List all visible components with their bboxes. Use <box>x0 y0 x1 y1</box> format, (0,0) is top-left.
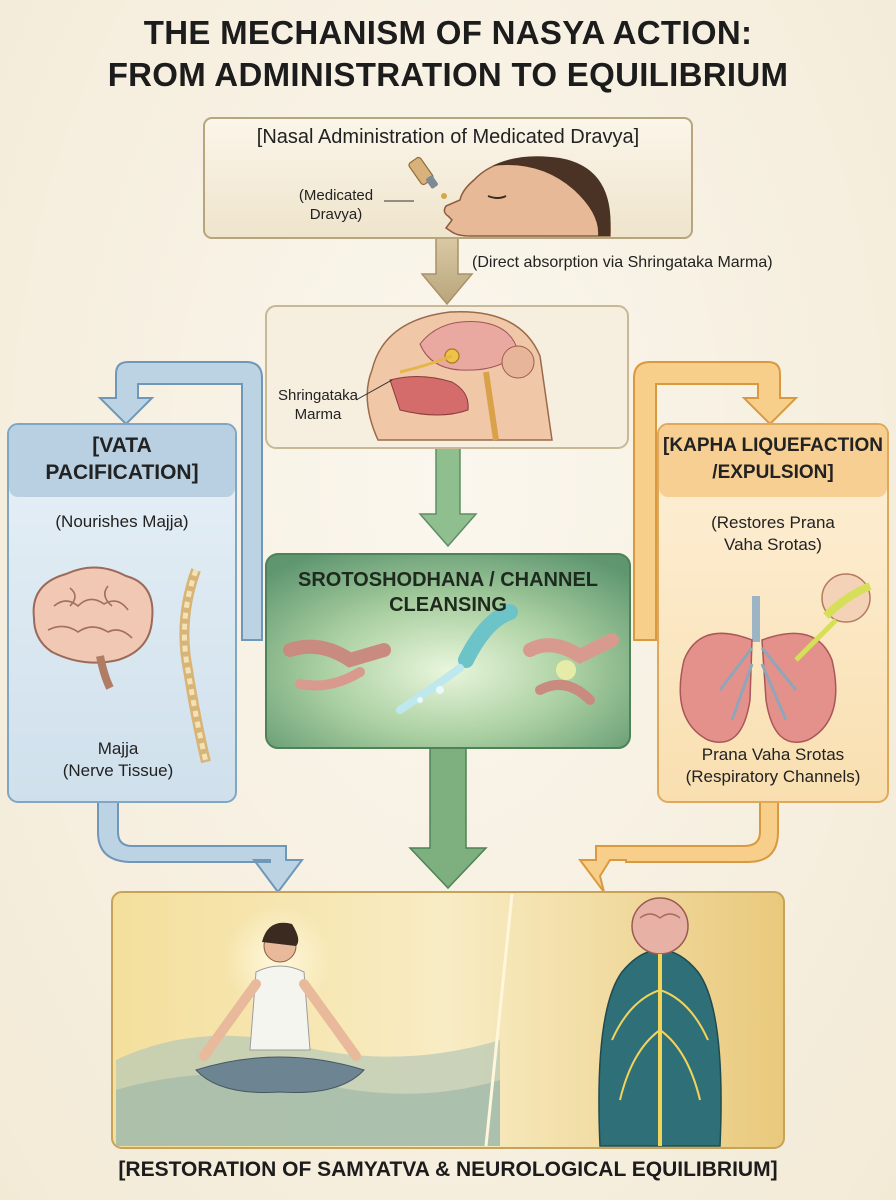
face-illustration <box>443 156 611 237</box>
administration-heading: [Nasal Administration of Medicated Dravy… <box>256 126 640 148</box>
arrow-marma-to-cleansing <box>418 447 478 548</box>
arrow-vata-to-result <box>97 799 304 894</box>
title-line-1: THE MECHANISM OF NASYA ACTION: <box>143 14 753 51</box>
meditation-illustration <box>116 906 500 1146</box>
nervous-system-illustration <box>598 897 722 1147</box>
brain-illustration <box>32 566 154 690</box>
title-line-2: FROM ADMINISTRATION TO EQUILIBRIUM <box>107 56 789 93</box>
vata-subtitle: (Nourishes Majja) <box>55 512 189 531</box>
cleansing-heading: SROTOSHODHANA / CHANNEL CLEANSING <box>297 569 598 616</box>
lungs-illustration <box>679 573 872 743</box>
result-caption: [RESTORATION OF SAMYATVA & NEUROLOGICAL … <box>118 1158 778 1181</box>
cleansing-box <box>265 553 631 749</box>
vata-heading: [VATA PACIFICATION] <box>45 434 199 484</box>
absorption-note: (Direct absorption via Shringataka Marma… <box>472 254 773 271</box>
prana-vaha-label: Prana Vaha Srotas (Respiratory Channels) <box>685 745 861 786</box>
majja-label: Majja (Nerve Tissue) <box>62 739 174 780</box>
kapha-subtitle: (Restores Prana Vaha Srotas) <box>711 513 835 554</box>
arrow-admin-to-marma <box>420 237 474 306</box>
dropper-illustration <box>384 156 447 202</box>
marma-label: Shringataka Marma <box>277 387 359 423</box>
kapha-heading: [KAPHA LIQUEFACTION /EXPULSION] <box>663 435 883 483</box>
dravya-label: (Medicated Dravya) <box>298 187 374 223</box>
spine-illustration <box>179 568 211 764</box>
arrow-cleansing-to-result <box>408 747 488 890</box>
page-title: THE MECHANISM OF NASYA ACTION: FROM ADMI… <box>0 12 896 96</box>
arrow-kapha-to-result <box>578 799 779 893</box>
channel-cleansing-illustration <box>283 604 619 714</box>
head-section-illustration <box>355 310 553 441</box>
